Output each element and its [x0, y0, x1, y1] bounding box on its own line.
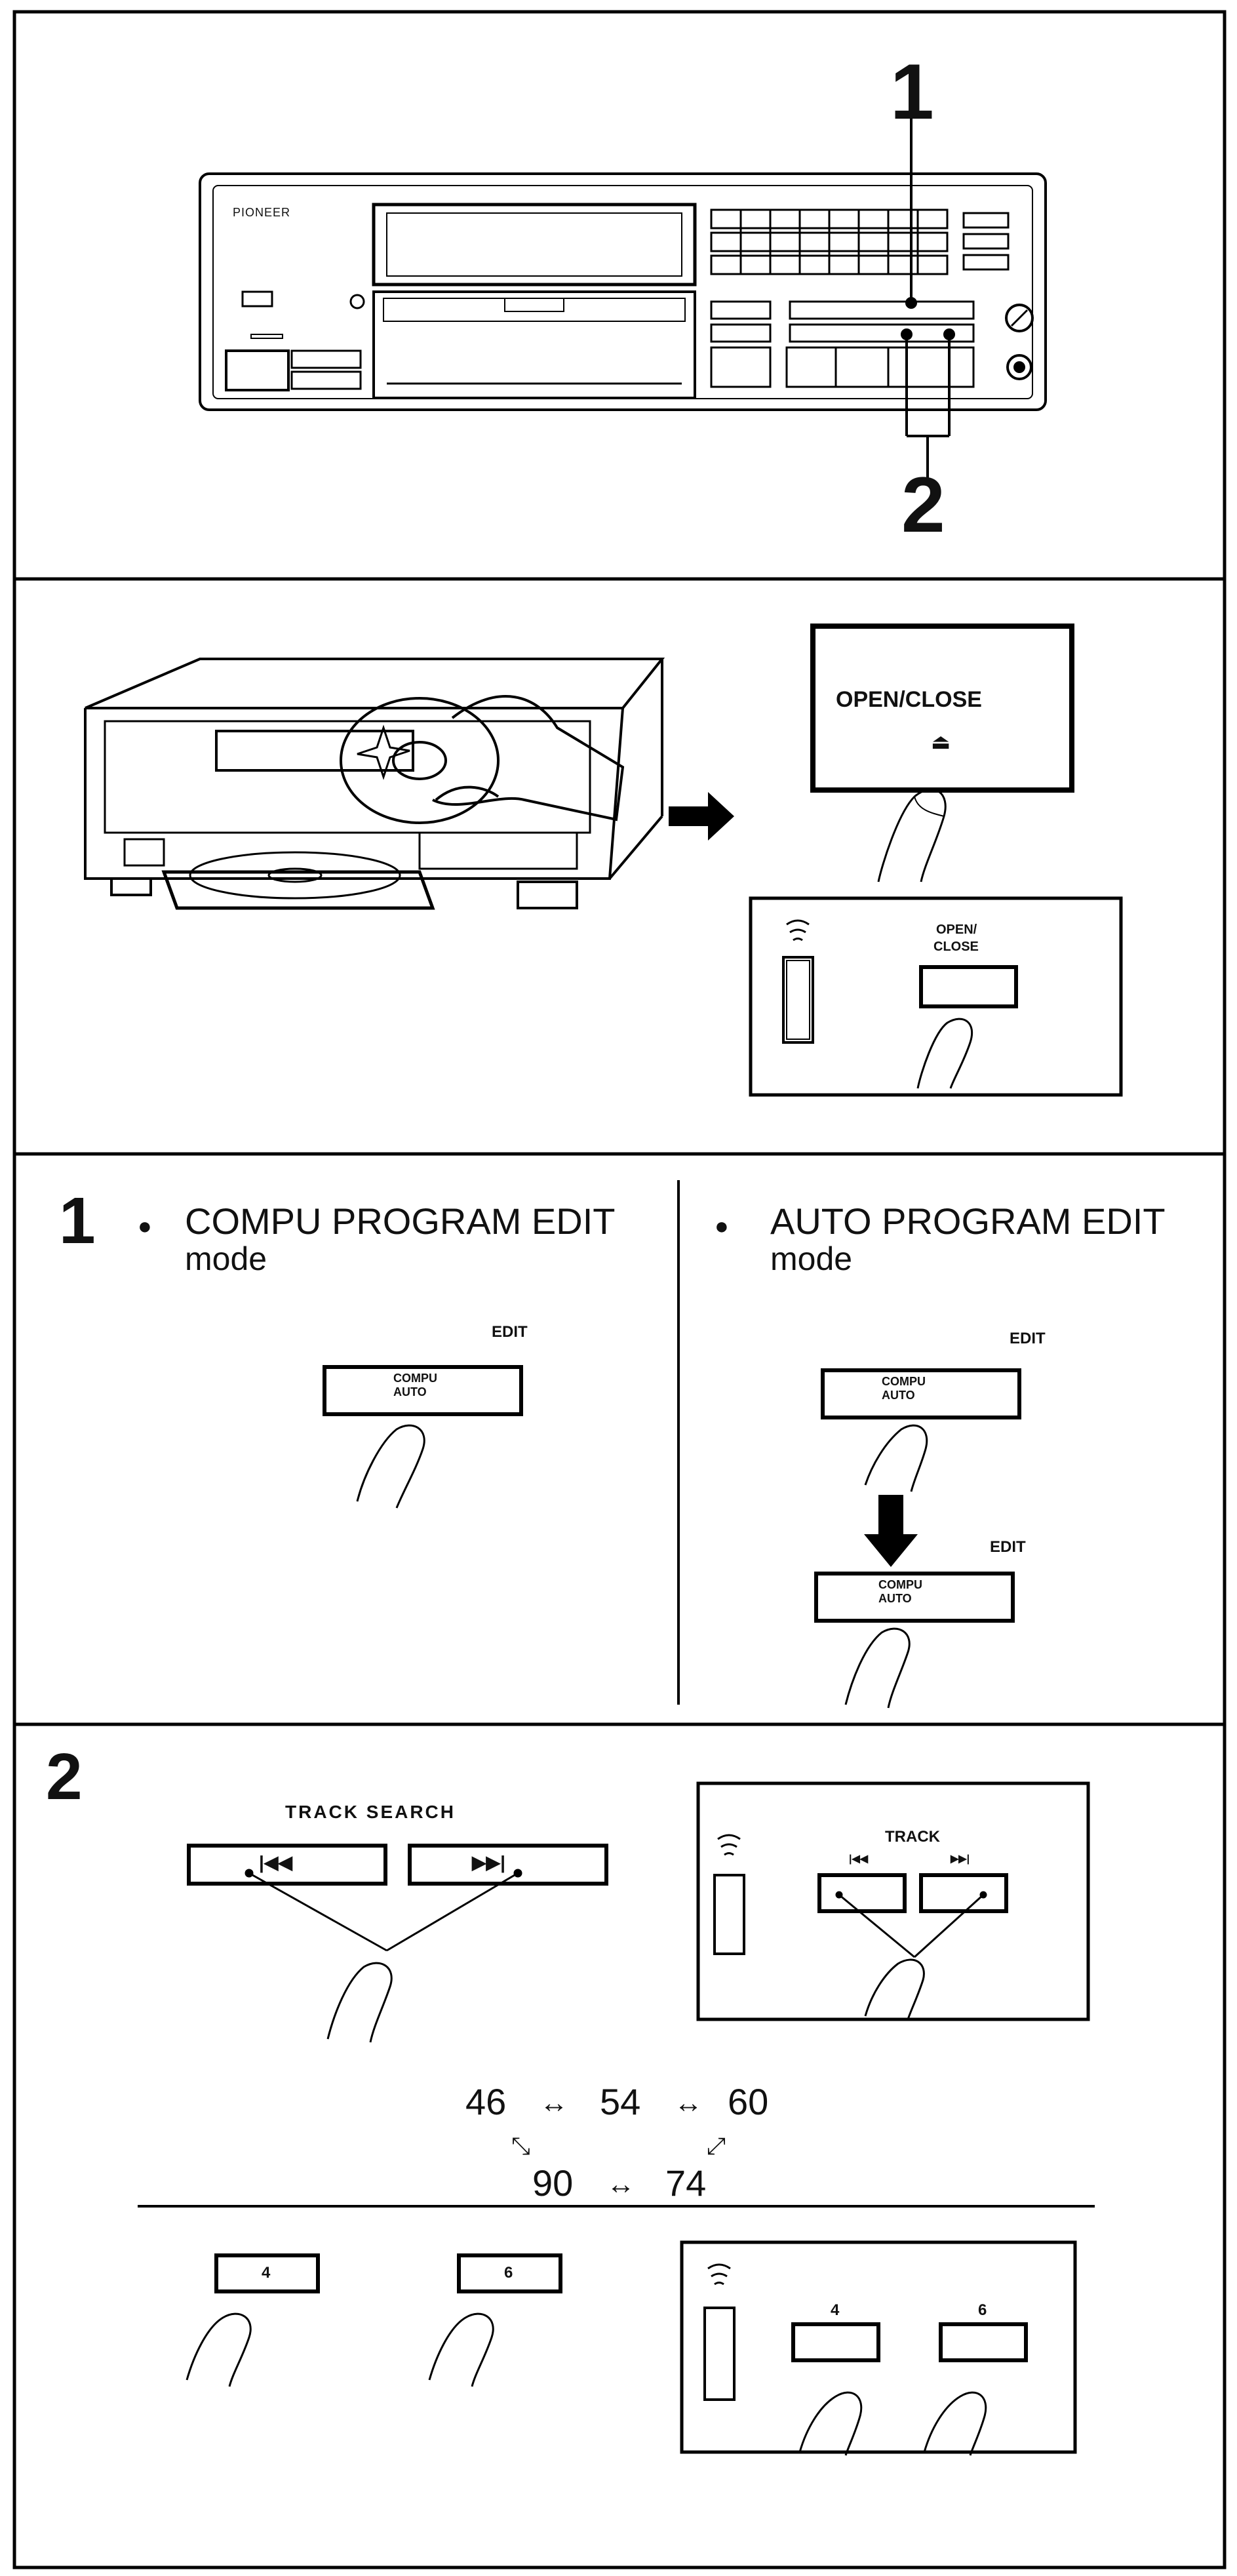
right-compu-label-1: COMPU: [882, 1375, 926, 1388]
open-close-label: OPEN/CLOSE: [836, 687, 982, 712]
button-6-label: 6: [504, 2264, 513, 2282]
left-edit-label: EDIT: [492, 1323, 528, 1341]
page-frame: [12, 10, 1227, 2569]
next-track-icon: ▶▶|: [472, 1852, 505, 1873]
remote-track-art: [696, 1781, 1090, 2021]
remote-next-icon: ▶▶|: [951, 1853, 970, 1865]
sequence-90: 90: [532, 2162, 574, 2204]
remote-track-label: TRACK: [885, 1828, 940, 1846]
remote-prev-icon: |◀◀: [849, 1853, 869, 1865]
sequence-46: 46: [465, 2081, 507, 2122]
compu-auto-button-left: [323, 1365, 523, 1509]
sequence-arrow-1: ↔: [540, 2087, 568, 2119]
step-1-number: 1: [59, 1184, 96, 1258]
number-buttons-art: [186, 2253, 562, 2387]
cd-player-isometric: [84, 658, 665, 910]
compu-mode-label: mode: [185, 1240, 267, 1277]
callout-lines: [901, 111, 955, 479]
auto-program-edit-title: AUTO PROGRAM EDIT: [770, 1200, 1166, 1242]
right-bullet: ●: [715, 1212, 729, 1239]
auto-mode-label: mode: [770, 1240, 853, 1277]
step-2-number: 2: [46, 1740, 83, 1813]
remote-button-6-label: 6: [978, 2301, 987, 2319]
callout-2: 2: [901, 461, 945, 549]
eject-icon: ⏏: [931, 730, 951, 753]
sequence-arrow-2: ↔: [674, 2087, 703, 2119]
sequence-54: 54: [600, 2081, 641, 2122]
sequence-arrow-3: ↔: [606, 2168, 635, 2200]
sequence-diag-left: ⤡: [511, 2132, 530, 2159]
track-search-label: TRACK SEARCH: [285, 1802, 456, 1822]
remote-button-4-label: 4: [831, 2301, 840, 2319]
down-arrow: [864, 1495, 918, 1567]
left-bullet: ●: [138, 1212, 152, 1239]
compu-auto-button-right-2: [814, 1572, 1015, 1709]
right-compu-label-2: COMPU: [878, 1578, 922, 1591]
button-4-label: 4: [262, 2264, 271, 2282]
track-search-buttons-art: [187, 1844, 608, 2043]
compu-auto-button-right-1: [821, 1368, 1021, 1492]
left-compu-label: COMPU: [393, 1372, 437, 1385]
remote-open-close-art: [749, 896, 1123, 1097]
left-auto-label: AUTO: [393, 1385, 427, 1398]
prev-track-icon: |◀◀: [259, 1852, 292, 1873]
compu-program-edit-title: COMPU PROGRAM EDIT: [185, 1200, 616, 1242]
right-auto-label-2: AUTO: [878, 1592, 912, 1605]
open-close-button-art: [810, 624, 1074, 882]
sequence-diag-right: ⤢: [707, 2132, 726, 2159]
sequence-60: 60: [728, 2081, 769, 2122]
right-edit-label-2: EDIT: [990, 1538, 1026, 1556]
callout-1: 1: [890, 48, 934, 136]
remote-open-close-label-1: OPEN/: [936, 922, 977, 937]
cd-player-front-panel: [199, 172, 1047, 411]
right-auto-label-1: AUTO: [882, 1389, 915, 1402]
brand-logo: PIONEER: [233, 206, 291, 219]
sequence-74: 74: [665, 2162, 707, 2204]
right-edit-label-1: EDIT: [1010, 1330, 1046, 1347]
right-arrow: [669, 792, 734, 841]
remote-open-close-label-2: CLOSE: [933, 940, 979, 954]
remote-number-art: [680, 2240, 1077, 2456]
